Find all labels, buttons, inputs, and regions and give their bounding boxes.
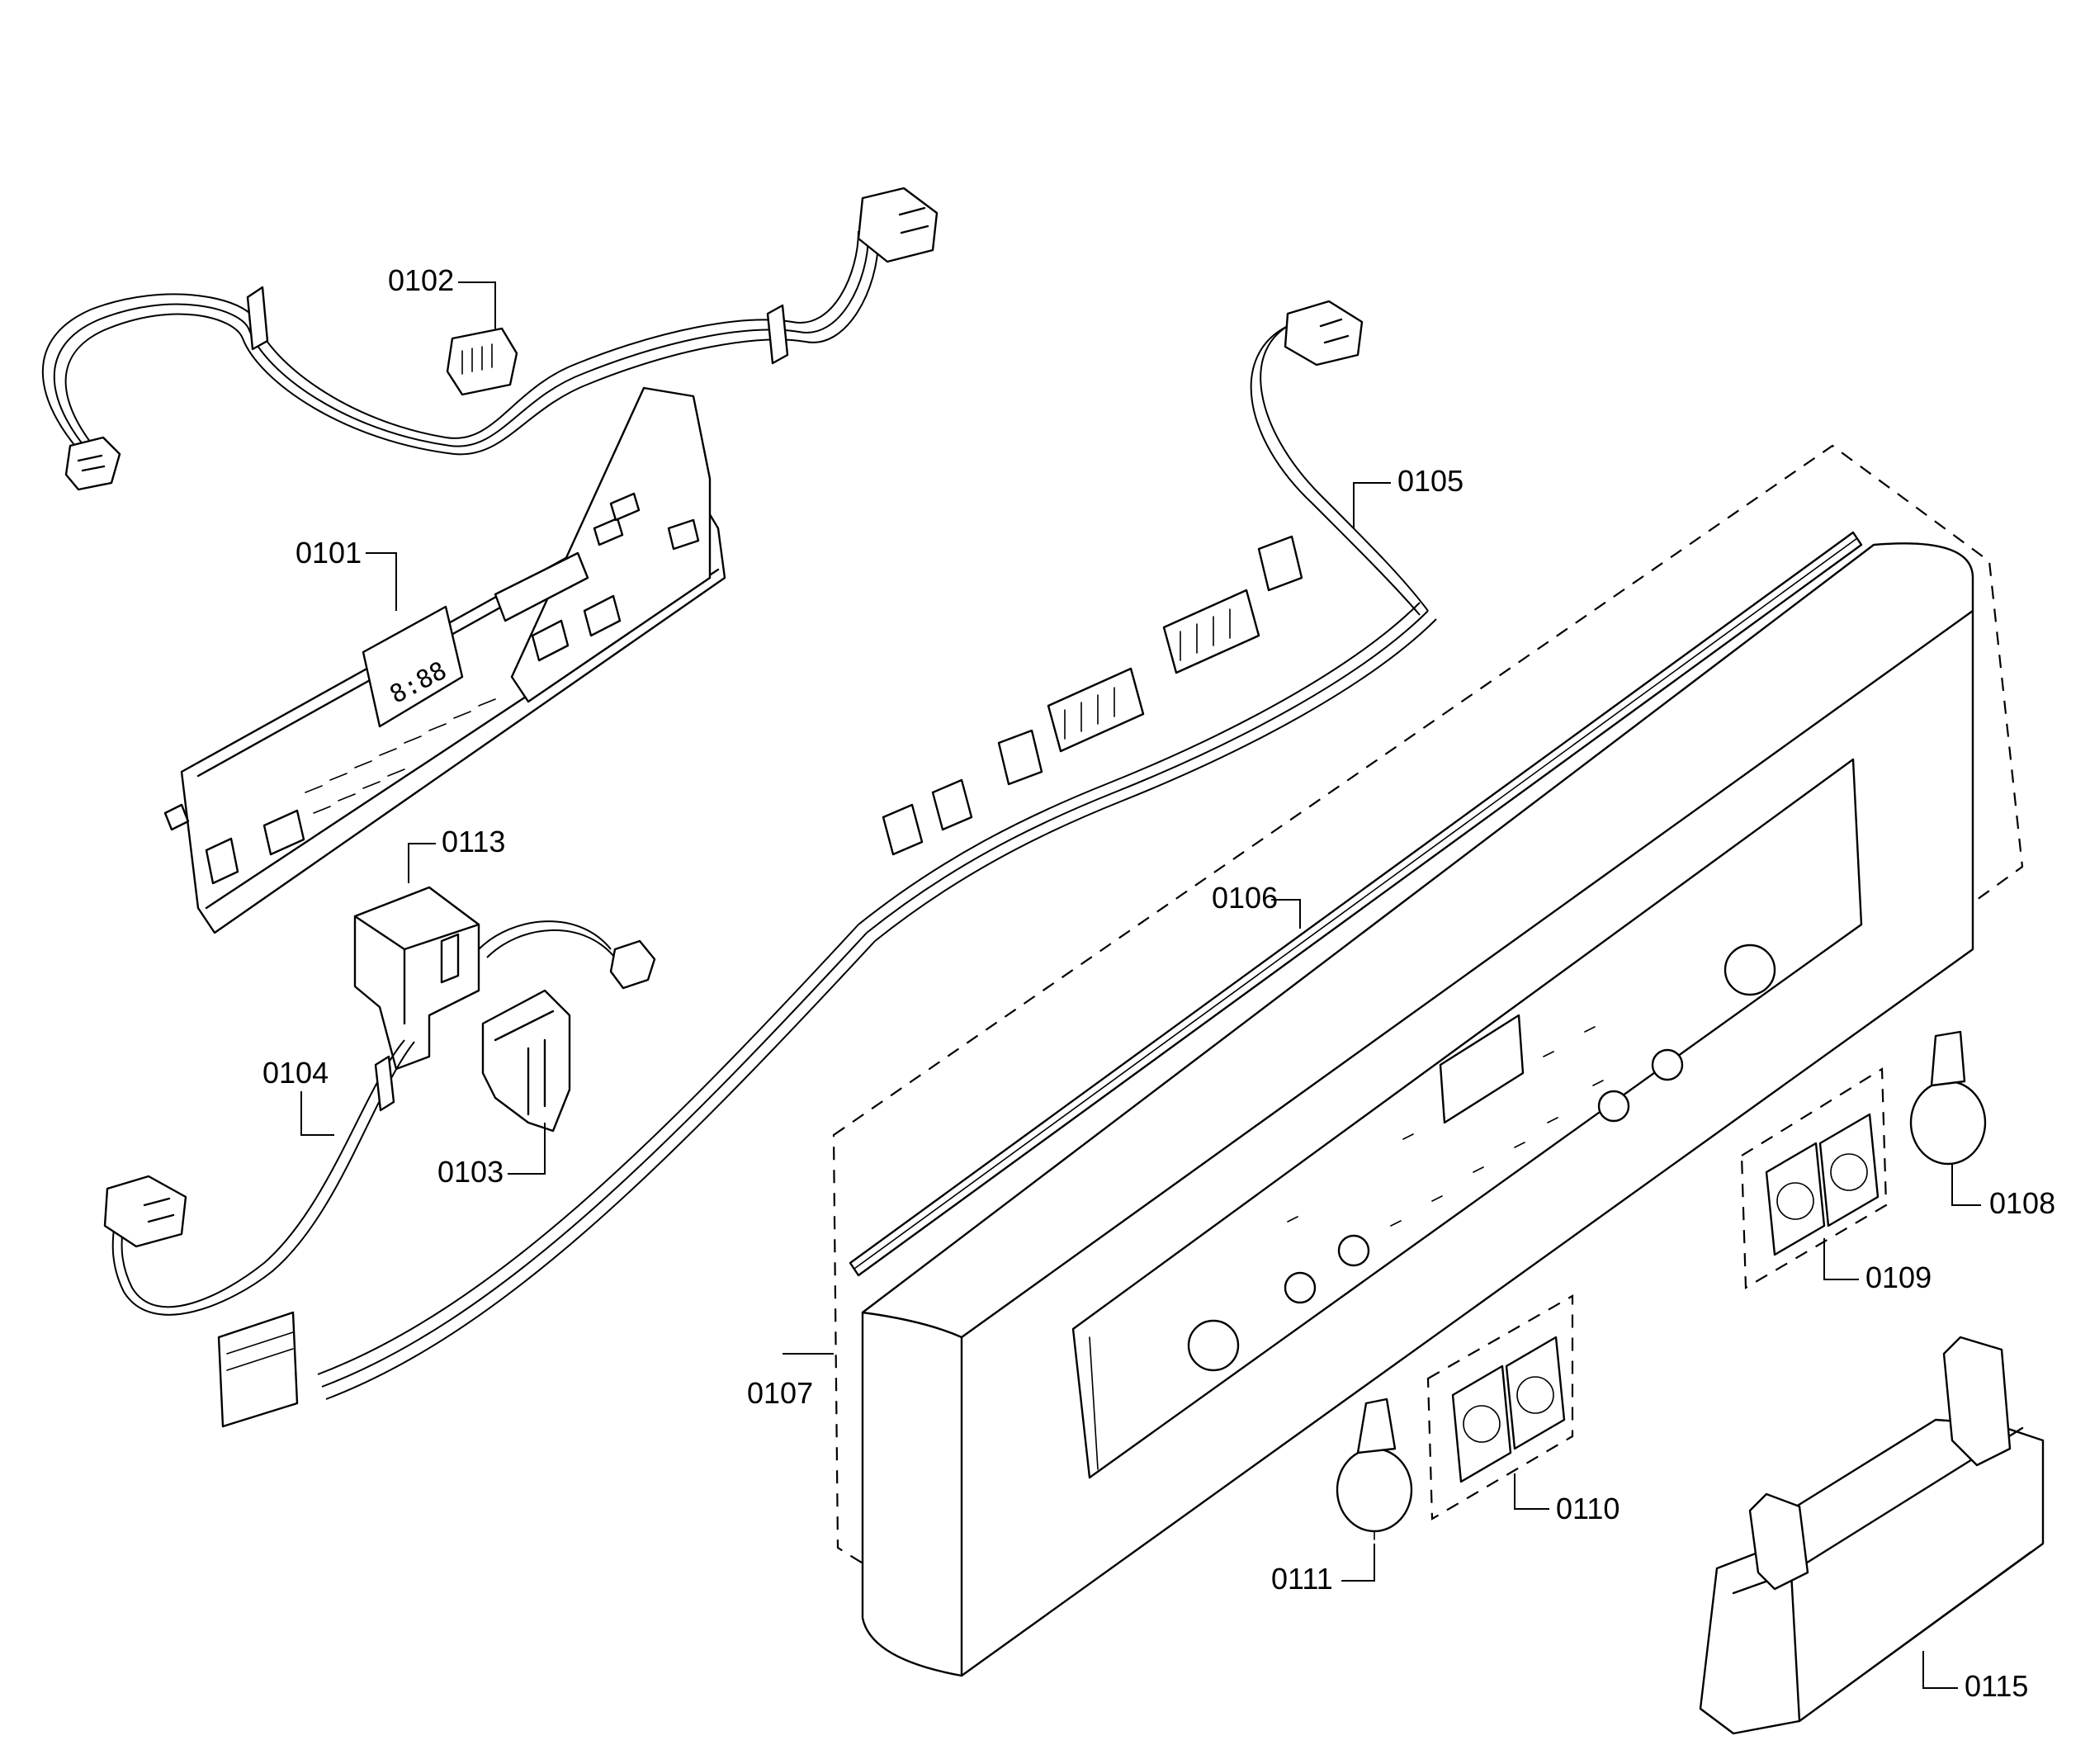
label-0103: 0103 — [437, 1155, 504, 1189]
switch-0103 — [478, 920, 656, 1133]
label-0111: 0111 — [1271, 1562, 1333, 1596]
label-0106: 0106 — [1212, 881, 1278, 915]
button-round-1 — [1284, 1271, 1317, 1304]
control-panel-fascia — [861, 542, 1974, 1677]
knob-right — [1724, 943, 1776, 996]
bracket-0113 — [353, 886, 480, 1071]
label-0102: 0102 — [388, 263, 454, 297]
knob-left — [1187, 1319, 1240, 1372]
control-board-0101: 8:88 — [163, 386, 726, 934]
button-round-4 — [1651, 1048, 1684, 1081]
outline-0110 — [1426, 1294, 1574, 1520]
wire-harness-0105 — [217, 300, 1437, 1428]
label-0109: 0109 — [1865, 1260, 1932, 1294]
button-pair-0110 — [1451, 1336, 1566, 1483]
button-round-3 — [1597, 1090, 1630, 1123]
wire-0104 — [103, 1039, 415, 1316]
outline-0109 — [1740, 1067, 1888, 1289]
label-0104: 0104 — [262, 1056, 329, 1090]
button-pair-0109 — [1765, 1113, 1880, 1256]
wire-harness-0102 — [41, 187, 939, 491]
label-0113: 0113 — [442, 825, 505, 858]
knob-0108 — [1909, 1030, 1987, 1166]
trim-strip-0106 — [849, 531, 1863, 1277]
label-0107: 0107 — [747, 1376, 813, 1410]
knob-0111 — [1336, 1397, 1413, 1540]
button-round-2 — [1337, 1234, 1370, 1267]
label-0108: 0108 — [1989, 1186, 2055, 1220]
indicator-leds — [1287, 1026, 1604, 1227]
bracket-0115 — [1699, 1336, 2045, 1735]
label-0110: 0110 — [1556, 1492, 1620, 1525]
label-0105: 0105 — [1397, 464, 1463, 498]
label-0115: 0115 — [1965, 1669, 2028, 1703]
label-0101: 0101 — [296, 536, 362, 570]
assembly-outline-0107 — [832, 444, 2024, 1632]
